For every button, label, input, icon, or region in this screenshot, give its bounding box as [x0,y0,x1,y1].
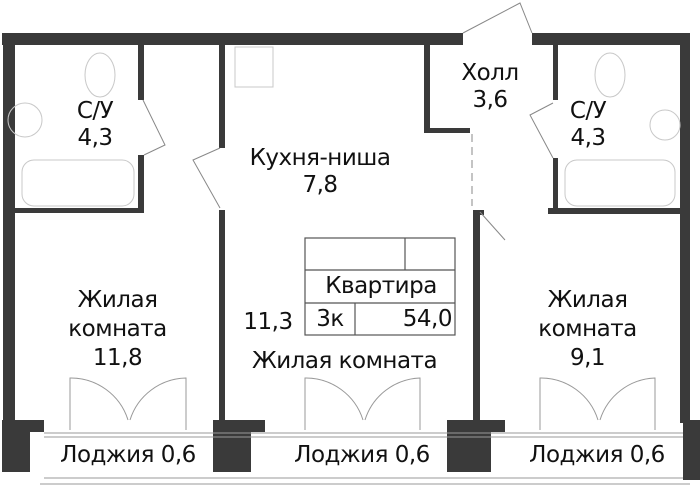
room-living-center-name: Жилая комната [251,348,438,374]
room-bath-left: С/У 4,3 [55,98,135,152]
room-name: Холл [461,60,519,86]
room-living-left: Жилая комната 11,8 [45,286,190,373]
room-name: С/У [569,98,607,124]
loggia-label: Лоджия 0,6 [294,442,430,468]
walls [2,33,700,480]
legend-table [304,237,456,336]
room-name: комната [538,316,637,342]
legend-title: Квартира [325,273,437,299]
room-name: Жилая [77,287,158,313]
room-area: 3,6 [472,87,508,113]
room-bath-right: С/У 4,3 [548,98,628,152]
doors [142,2,554,241]
loggia-lines [40,432,690,485]
room-name: комната [68,316,167,342]
balcony-doors [69,377,656,430]
loggia-label: Лоджия 0,6 [60,442,196,468]
loggia-label: Лоджия 0,6 [529,442,665,468]
room-area: 4,3 [570,125,606,151]
room-area: 9,1 [569,345,606,371]
room-name: Кухня-ниша [249,145,391,171]
room-name: С/У [76,98,114,124]
room-kitchen: Кухня-ниша 7,8 [230,145,410,199]
room-area: 11,8 [92,345,143,371]
fixtures [7,46,681,207]
room-name: Жилая [547,287,628,313]
room-hall: Холл 3,6 [450,60,530,114]
room-living-right: Жилая комната 9,1 [515,286,660,373]
legend-total-area: 54,0 [402,306,453,332]
room-area: 4,3 [77,125,113,151]
room-area: 7,8 [302,172,338,198]
legend-rooms: 3к [316,306,344,332]
room-living-center-area: 11,3 [243,309,293,335]
